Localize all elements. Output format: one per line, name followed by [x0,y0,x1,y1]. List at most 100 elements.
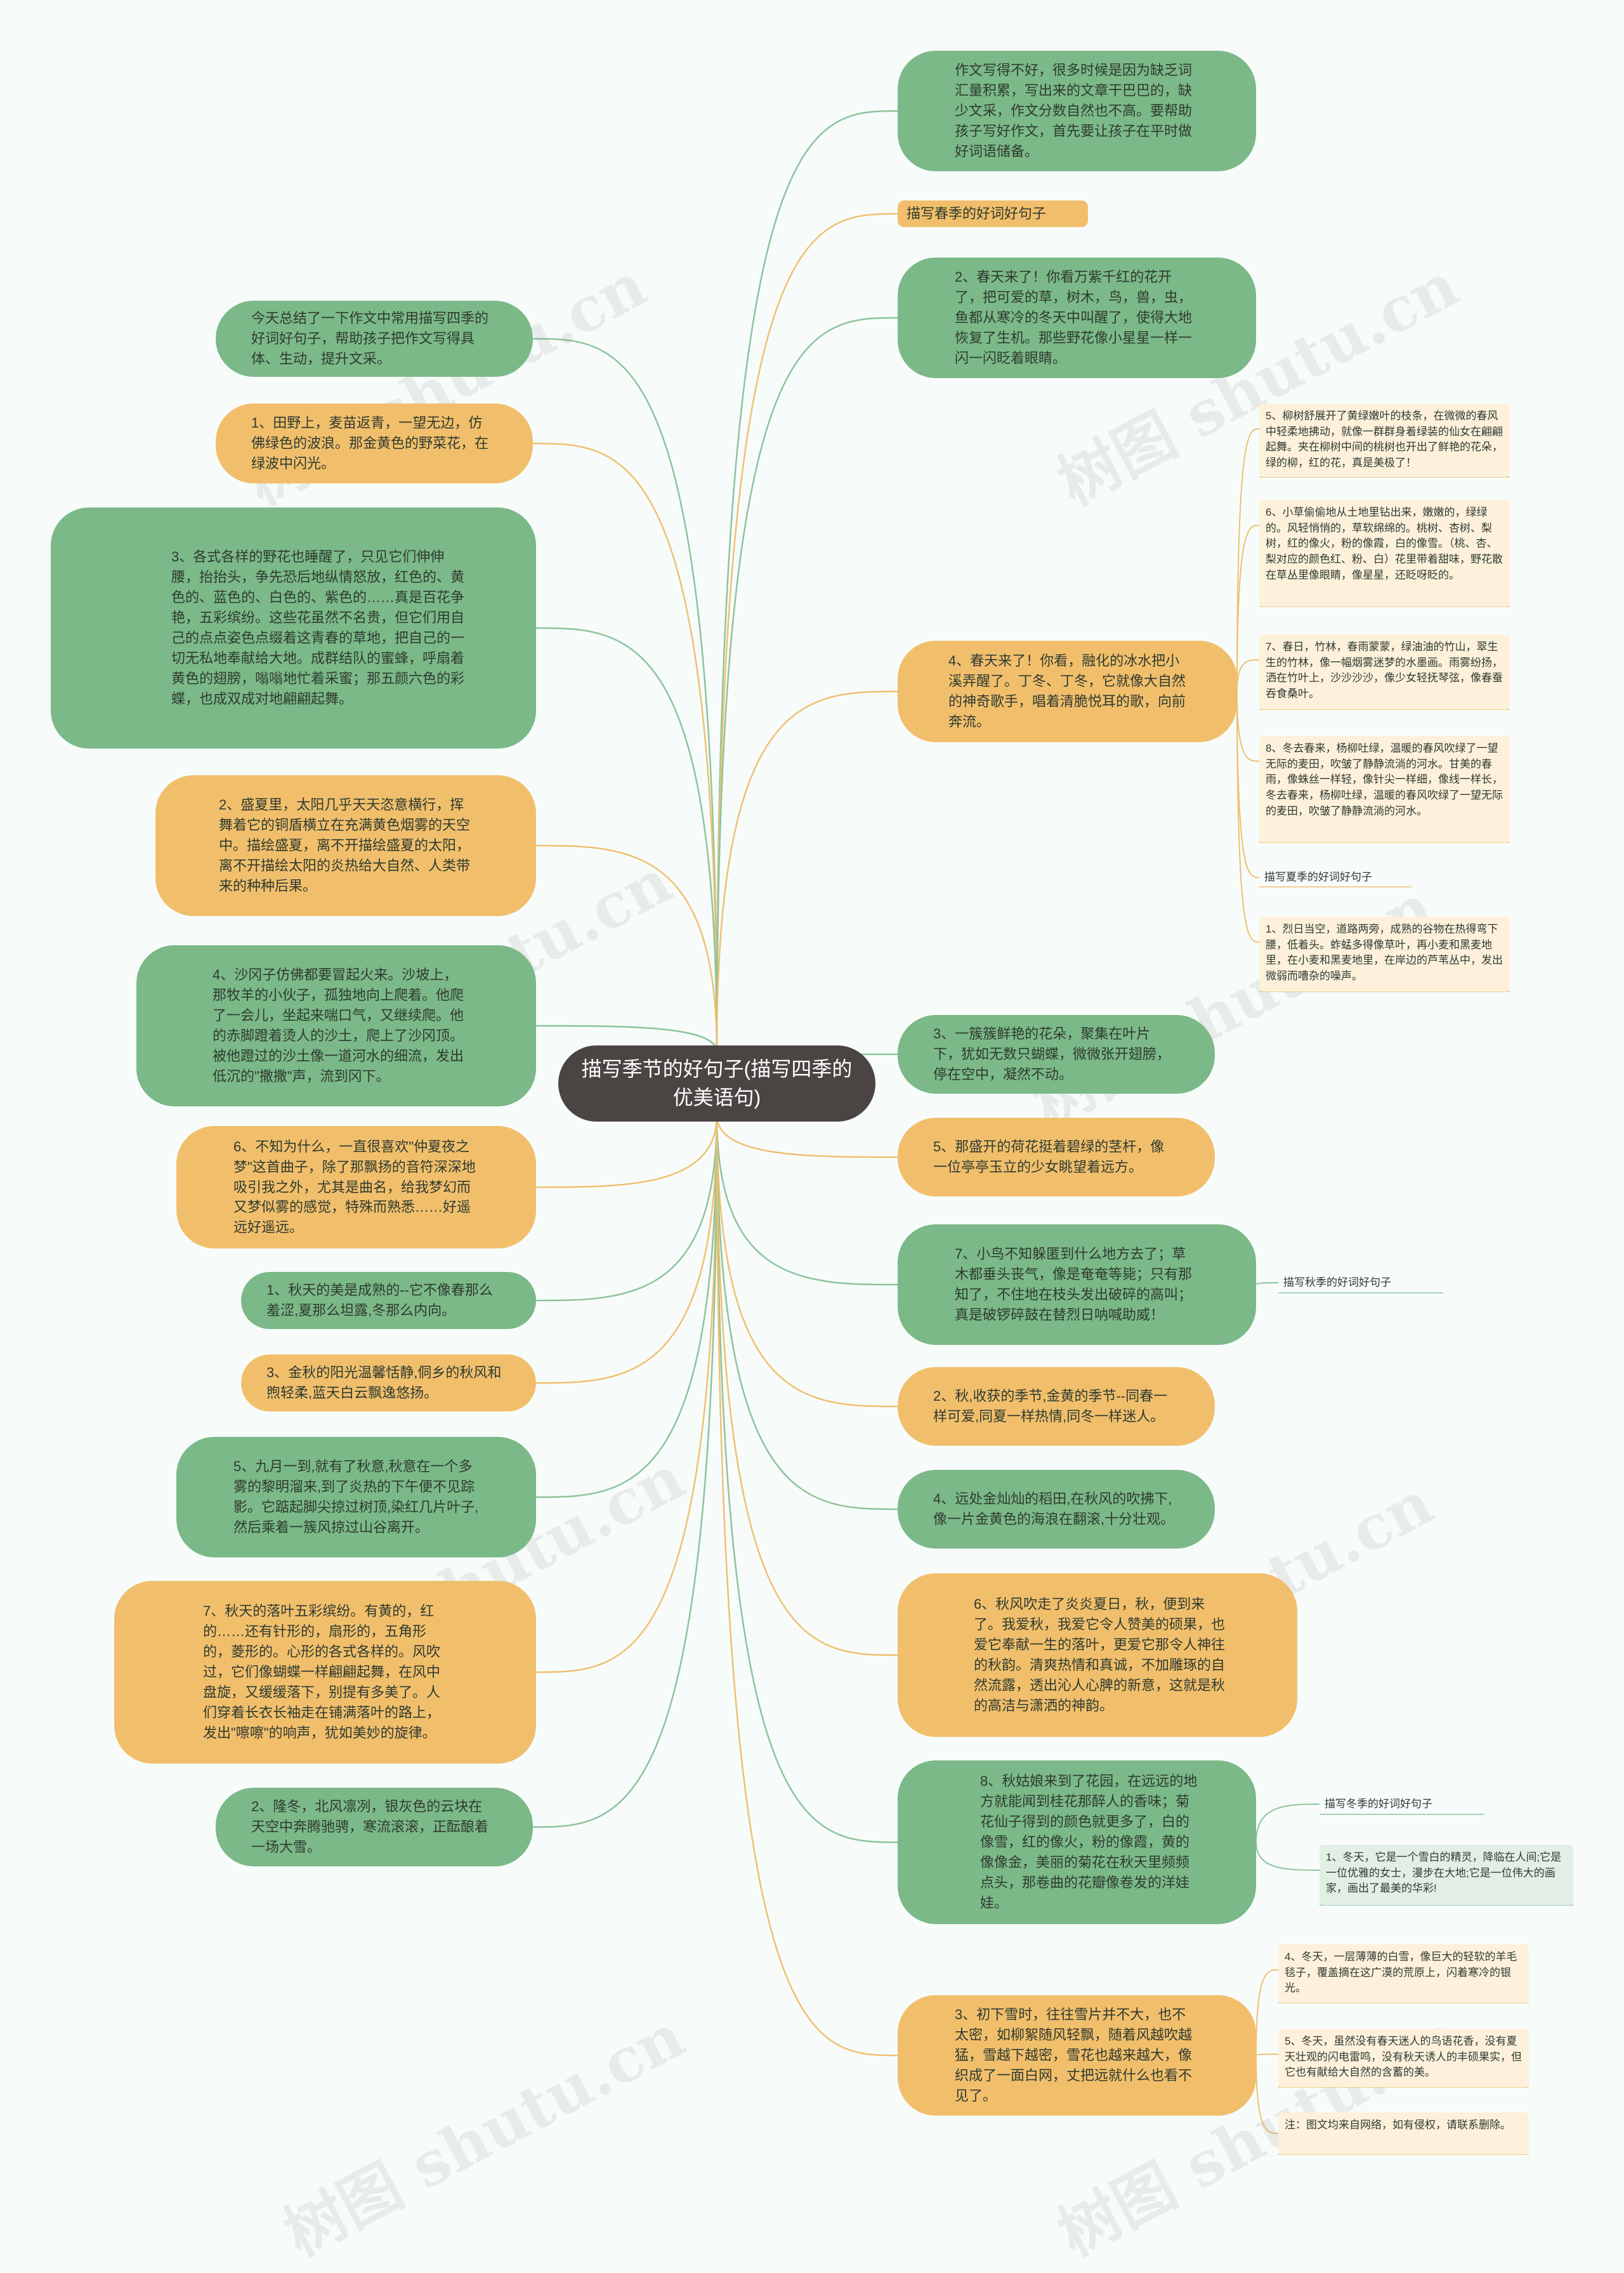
branch-text: 7、秋天的落叶五彩缤纷。有黄的，红的……还有针形的，扇形的，五角形的，菱形的。心… [203,1603,441,1741]
branch-node[interactable]: 7、小鸟不知躲匿到什么地方去了；草木都垂头丧气，像是奄奄等毙；只有那知了，不住地… [898,1224,1256,1345]
branch-text: 1、田野上，麦苗返青，一望无边，仿佛绿色的波浪。那金黄色的野菜花，在绿波中闪光。 [251,415,489,471]
leaf-text: 5、冬天，虽然没有春天迷人的鸟语花香，没有夏天壮观的闪电雷鸣，没有秋天诱人的丰硕… [1285,2035,1522,2079]
leaf-text: 描写夏季的好词好句子 [1264,870,1372,883]
branch-text: 作文写得不好，很多时候是因为缺乏词汇量积累，写出来的文章干巴巴的，缺少文采，作文… [955,62,1193,159]
branch-text: 4、远处金灿灿的稻田,在秋风的吹拂下,像一片金黄色的海浪在翻滚,十分壮观。 [933,1491,1175,1527]
branch-node[interactable]: 4、沙冈子仿佛都要冒起火来。沙坡上，那牧羊的小伙子，孤独地向上爬着。他爬了一会儿… [136,945,536,1106]
connector-line [1236,691,1260,943]
connector-line [1255,2055,1279,2134]
branch-node[interactable]: 今天总结了一下作文中常用描写四季的好词好句子，帮助孩子把作文写得具体、生动，提升… [216,301,533,377]
section-label-summer[interactable]: 描写夏季的好词好句子 [1259,868,1411,887]
branch-text: 3、初下雪时，往往雪片并不大，也不太密，如柳絮随风轻飘，随着风越吹越猛，雪越下越… [955,2007,1193,2104]
branch-text: 7、小鸟不知躲匿到什么地方去了；草木都垂头丧气，像是奄奄等毙；只有那知了，不住地… [955,1246,1193,1323]
branch-text: 4、沙冈子仿佛都要冒起火来。沙坡上，那牧羊的小伙子，孤独地向上爬着。他爬了一会儿… [213,967,464,1084]
leaf-node[interactable]: 6、小草偷偷地从土地里钻出来，嫩嫩的，绿绿的。风轻悄悄的，草软绵绵的。桃树、杏树… [1259,500,1510,606]
leaf-text: 1、烈日当空，道路两旁，成熟的谷物在热得弯下腰，低着头。蚱蜢多得像草叶，再小麦和… [1266,923,1503,982]
connector-line [535,1115,718,1302]
connector-line [1255,1842,1320,1871]
branch-node[interactable]: 5、那盛开的荷花挺着碧绿的茎杆，像一位亭亭玉立的少女眺望着远方。 [898,1118,1215,1196]
connector-line [532,442,718,1052]
connector-line [716,1115,898,1158]
connector-line [716,1115,898,1510]
connector-line [716,1115,898,2057]
connector-layer [532,110,1573,2155]
connector-line [535,1115,718,1384]
connector-line [535,627,718,1052]
leaf-text: 注：图文均来自网络，如有侵权，请联系删除。 [1285,2119,1511,2131]
leaf-node[interactable]: 4、冬天，一层薄薄的白雪，像巨大的轻软的羊毛毯子，覆盖摘在这广漠的荒原上，闪着寒… [1278,1944,1529,2003]
branch-node[interactable]: 作文写得不好，很多时候是因为缺乏词汇量积累，写出来的文章干巴巴的，缺少文采，作文… [898,51,1256,171]
leaf-node[interactable]: 注：图文均来自网络，如有侵权，请联系删除。 [1278,2113,1529,2154]
branch-text: 6、秋风吹走了炎炎夏日，秋，便到来了。我爱秋，我爱它令人赞美的硕果，也爱它奉献一… [974,1596,1226,1713]
leaf-node[interactable]: 1、冬天，它是一个雪白的精灵，降临在人间;它是一位优雅的女士，漫步在大地;它是一… [1320,1845,1573,1905]
connector-line [1255,2054,1279,2056]
central-topic[interactable]: 描写季节的好句子(描写四季的优美语句) [558,1045,875,1122]
connector-line [716,1115,898,1408]
leaf-text: 1、冬天，它是一个雪白的精灵，降临在人间;它是一位优雅的女士，漫步在大地;它是一… [1326,1851,1562,1895]
connector-line [535,1025,718,1052]
connector-line [716,1115,898,1844]
branch-node[interactable]: 3、金秋的阳光温馨恬静,侗乡的秋风和煦轻柔,蓝天白云飘逸悠扬。 [241,1354,536,1412]
branch-text: 3、一簇簇鲜艳的花朵，聚集在叶片下，犹如无数只蝴蝶，微微张开翅膀，停在空中，凝然… [933,1026,1171,1082]
branch-node[interactable]: 4、春天来了！你看，融化的冰水把小溪弄醒了。丁冬、丁冬，它就像大自然的神奇歌手，… [898,641,1237,742]
connector-line [1236,659,1260,692]
connector-line [716,213,898,1052]
branch-text: 2、秋,收获的季节,金黄的季节--同春一样可爱,同夏一样热情,同冬一样迷人。 [933,1388,1168,1424]
leaf-text: 5、柳树舒展开了黄绿嫩叶的枝条，在微微的春风中轻柔地拂动，就像一群群身着绿装的仙… [1266,410,1503,469]
branch-text: 2、春天来了！你看万紫千红的花开了，把可爱的草，树木，鸟，兽，虫，鱼都从寒冷的冬… [955,269,1193,366]
leaf-node[interactable]: 1、烈日当空，道路两旁，成熟的谷物在热得弯下腰，低着头。蚱蜢多得像草叶，再小麦和… [1259,917,1510,992]
leaf-node[interactable]: 7、春日，竹林，春雨蒙蒙，绿油油的竹山，翠生生的竹林，像一幅烟雾迷梦的水墨画。雨… [1259,634,1510,709]
leaf-node[interactable]: 8、冬去春来，杨柳吐绿，温暖的春风吹绿了一望无际的麦田，吹皱了静静流淌的河水。甘… [1259,736,1510,842]
connector-line [1255,1969,1279,2056]
branch-node[interactable]: 6、秋风吹走了炎炎夏日，秋，便到来了。我爱秋，我爱它令人赞美的硕果，也爱它奉献一… [898,1573,1297,1737]
branch-text: 6、不知为什么，一直很喜欢"仲夏夜之梦"这首曲子，除了那飘扬的音符深深地吸引我之… [233,1138,476,1236]
connector-line [1255,1804,1320,1843]
connector-line [1236,691,1260,762]
connector-line [535,1115,718,1188]
branch-text: 2、隆冬，北风凛冽，银灰色的云块在天空中奔腾驰骋，寒流滚滚，正酝酿着一场大雪。 [251,1798,489,1855]
branch-node[interactable]: 4、远处金灿灿的稻田,在秋风的吹拂下,像一片金黄色的海浪在翻滚,十分壮观。 [898,1470,1215,1549]
connector-line [716,690,898,1052]
leaf-node[interactable]: 5、柳树舒展开了黄绿嫩叶的枝条，在微微的春风中轻柔地拂动，就像一群群身着绿装的仙… [1259,403,1510,477]
branch-node[interactable]: 2、春天来了！你看万紫千红的花开了，把可爱的草，树木，鸟，兽，虫，鱼都从寒冷的冬… [898,258,1256,378]
connector-line [716,1115,898,1286]
leaf-text: 7、春日，竹林，春雨蒙蒙，绿油油的竹山，翠生生的竹林，像一幅烟雾迷梦的水墨画。雨… [1266,641,1503,700]
branch-node[interactable]: 3、一簇簇鲜艳的花朵，聚集在叶片下，犹如无数只蝴蝶，微微张开翅膀，停在空中，凝然… [898,1015,1215,1094]
branch-node[interactable]: 1、田野上，麦苗返青，一望无边，仿佛绿色的波浪。那金黄色的野菜花，在绿波中闪光。 [216,403,533,483]
branch-text: 5、九月一到,就有了秋意,秋意在一个多雾的黎明溜来,到了炎热的下午便不见踪影。它… [233,1458,479,1535]
branch-text: 描写春季的好词好句子 [907,206,1047,222]
branch-text: 今天总结了一下作文中常用描写四季的好词好句子，帮助孩子把作文写得具体、生动，提升… [251,310,489,367]
branch-node[interactable]: 5、九月一到,就有了秋意,秋意在一个多雾的黎明溜来,到了炎热的下午便不见踪影。它… [176,1437,536,1557]
connector-line [1236,525,1260,692]
branch-node[interactable]: 1、秋天的美是成熟的--它不像春那么羞涩,夏那么坦露,冬那么内向。 [241,1272,536,1329]
connector-line [535,844,718,1052]
connector-line [716,110,898,1052]
branch-text: 8、秋姑娘来到了花园，在远远的地方就能闻到桂花那醉人的香味；菊花仙子得到的颜色就… [980,1773,1198,1911]
branch-node[interactable]: 6、不知为什么，一直很喜欢"仲夏夜之梦"这首曲子，除了那飘扬的音符深深地吸引我之… [176,1126,536,1248]
branch-text: 2、盛夏里，太阳几乎天天恣意横行，挥舞着它的铜盾横立在充满黄色烟雾的天空中。描绘… [219,797,471,894]
leaf-text: 6、小草偷偷地从土地里钻出来，嫩嫩的，绿绿的。风轻悄悄的，草软绵绵的。桃树、杏树… [1266,506,1503,581]
connector-line [1236,428,1260,692]
branch-text: 3、各式各样的野花也睡醒了，只见它们伸伸腰，抬抬头，争先恐后地纵情怒放，红色的、… [171,549,465,707]
branch-node[interactable]: 2、盛夏里，太阳几乎天天恣意横行，挥舞着它的铜盾横立在充满黄色烟雾的天空中。描绘… [155,775,536,916]
connector-line [532,1115,718,1828]
branch-node[interactable]: 2、秋,收获的季节,金黄的季节--同春一样可爱,同夏一样热情,同冬一样迷人。 [898,1367,1215,1446]
section-label-spring[interactable]: 描写春季的好词好句子 [898,200,1088,227]
connector-line [532,337,718,1052]
connector-line [535,1115,718,1498]
branch-node[interactable]: 8、秋姑娘来到了花园，在远远的地方就能闻到桂花那醉人的香味；菊花仙子得到的颜色就… [898,1760,1256,1924]
connector-line [716,1115,898,1656]
branch-node[interactable]: 3、初下雪时，往往雪片并不大，也不太密，如柳絮随风轻飘，随着风越吹越猛，雪越下越… [898,1995,1256,2116]
section-label-winter[interactable]: 描写冬季的好词好句子 [1320,1794,1484,1814]
leaf-text: 描写秋季的好词好句子 [1283,1276,1391,1288]
leaf-node[interactable]: 5、冬天，虽然没有春天迷人的鸟语花香，没有夏天壮观的闪电雷鸣，没有秋天诱人的丰硕… [1278,2029,1529,2087]
branch-node[interactable]: 2、隆冬，北风凛冽，银灰色的云块在天空中奔腾驰骋，寒流滚滚，正酝酿着一场大雪。 [216,1788,533,1866]
branch-node[interactable]: 3、各式各样的野花也睡醒了，只见它们伸伸腰，抬抬头，争先恐后地纵情怒放，红色的、… [51,508,536,749]
branch-text: 4、春天来了！你看，融化的冰水把小溪弄醒了。丁冬、丁冬，它就像大自然的神奇歌手，… [948,653,1186,730]
central-topic-label: 描写季节的好句子(描写四季的优美语句) [581,1058,853,1109]
section-label-autumn[interactable]: 描写秋季的好词好句子 [1278,1273,1443,1293]
branch-text: 3、金秋的阳光温馨恬静,侗乡的秋风和煦轻柔,蓝天白云飘逸悠扬。 [266,1365,502,1401]
branch-node[interactable]: 7、秋天的落叶五彩缤纷。有黄的，红的……还有针形的，扇形的，五角形的，菱形的。心… [114,1581,536,1764]
connector-line [1236,691,1260,878]
leaf-text: 8、冬去春来，杨柳吐绿，温暖的春风吹绿了一望无际的麦田，吹皱了静静流淌的河水。甘… [1266,742,1503,817]
